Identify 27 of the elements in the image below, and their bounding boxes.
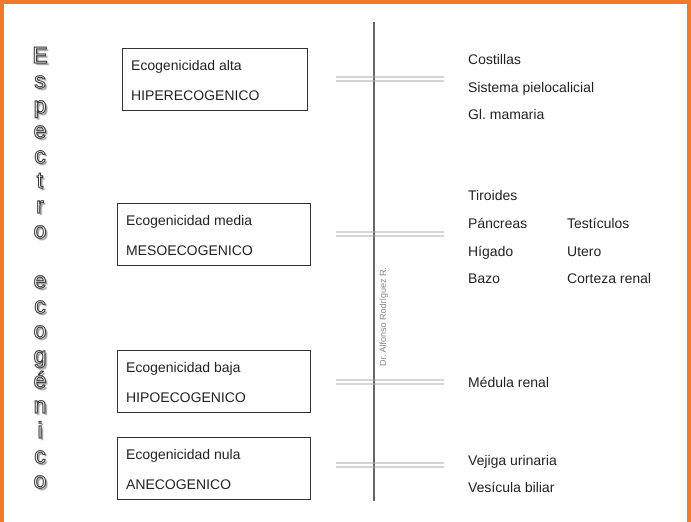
level-heading: Ecogenicidad alta	[131, 57, 242, 73]
level-name: HIPERECOGENICO	[131, 87, 260, 103]
level-heading: Ecogenicidad media	[126, 212, 252, 228]
vertical-title: Espectro ecogénico	[28, 42, 51, 492]
level-heading: Ecogenicidad nula	[126, 446, 240, 462]
level-box	[117, 203, 311, 266]
organ-label: Gl. mamaria	[468, 106, 544, 122]
level-box	[117, 437, 311, 500]
organ-label: Corteza renal	[567, 270, 652, 286]
organ-label: Tiroides	[468, 187, 518, 203]
level-name: HIPOECOGENICO	[126, 389, 246, 405]
organ-label: Utero	[567, 243, 602, 259]
level-box	[122, 48, 308, 111]
level-box	[117, 350, 311, 413]
organ-label: Médula renal	[468, 374, 549, 390]
organ-label: Testículos	[567, 215, 630, 231]
level-name: MESOECOGENICO	[126, 242, 253, 258]
organ-label: Bazo	[468, 270, 500, 286]
organ-label: Costillas	[468, 51, 521, 67]
organ-label: Sistema pielocalicial	[468, 79, 594, 95]
organ-label: Hígado	[468, 243, 514, 259]
organ-label: Vesícula biliar	[468, 479, 554, 495]
author-credit: Dr. Alfonso Rodríguez R.	[378, 266, 388, 366]
organ-label: Páncreas	[468, 215, 528, 231]
level-heading: Ecogenicidad baja	[126, 359, 240, 375]
organ-label: Vejiga urinaria	[468, 452, 557, 468]
level-name: ANECOGENICO	[126, 476, 232, 492]
